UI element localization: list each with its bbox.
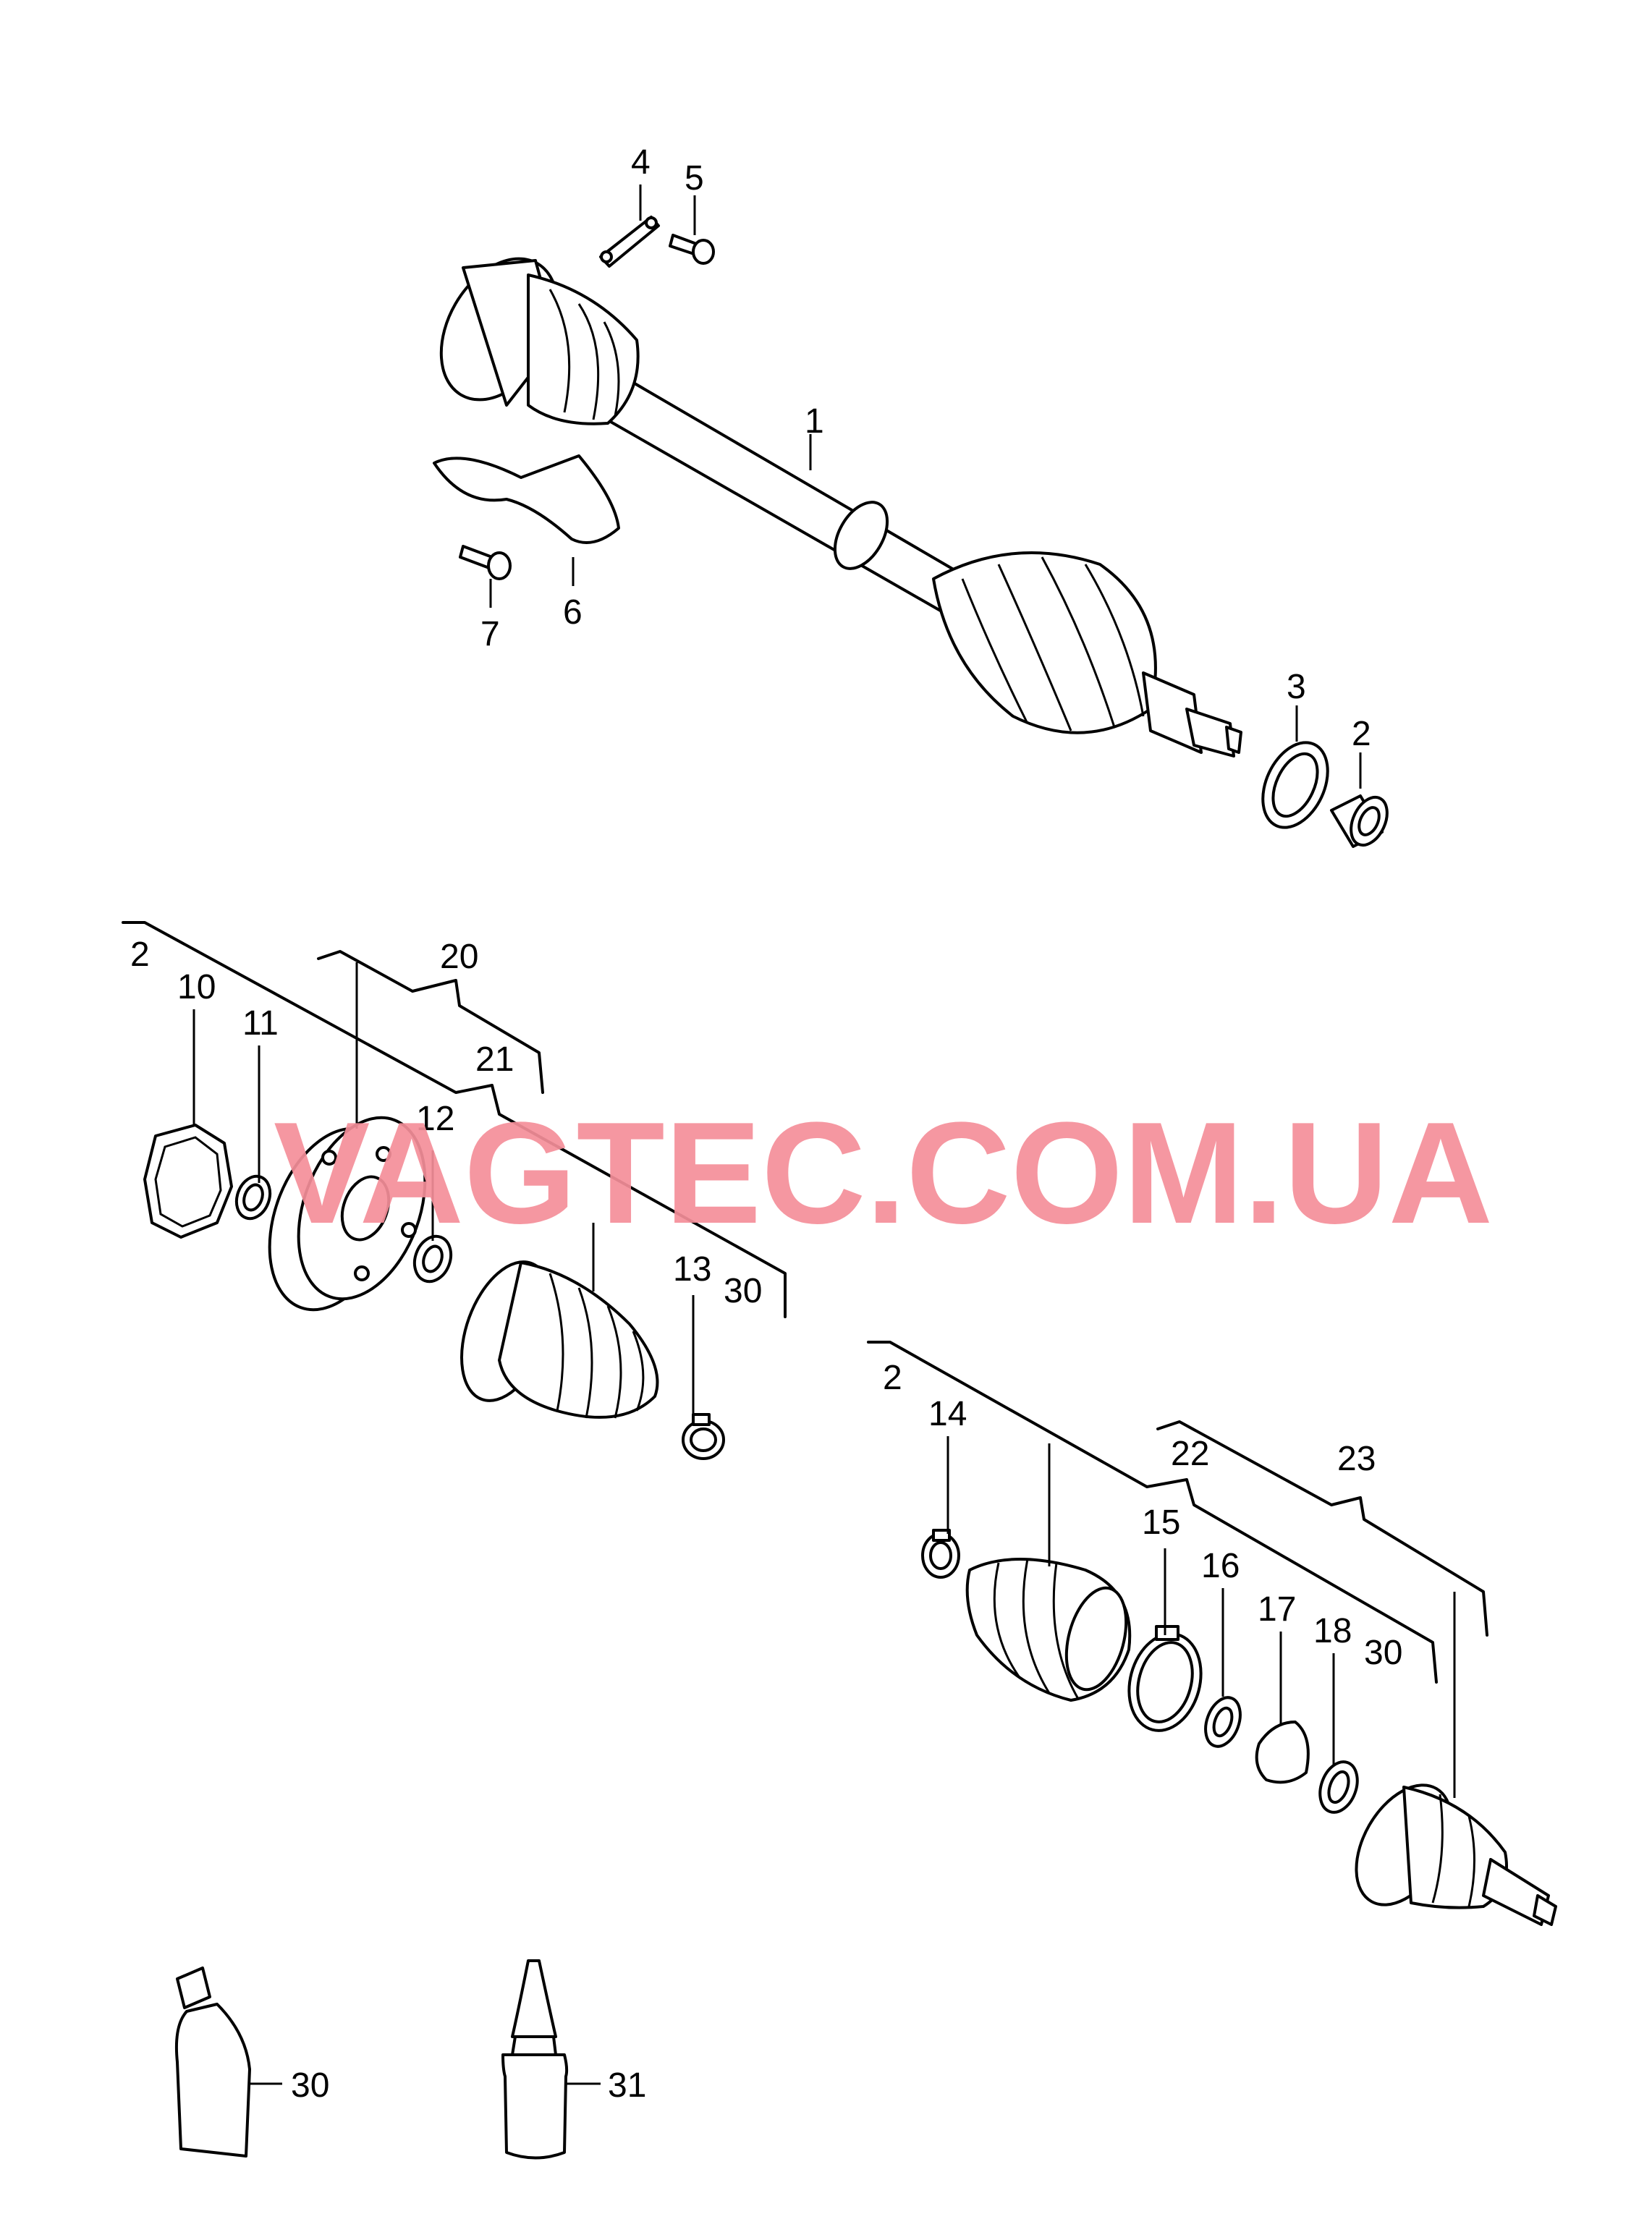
callout-6: 6 [563, 593, 583, 632]
callout-21: 21 [475, 1040, 514, 1079]
callout-2-inner-kit: 2 [130, 936, 150, 974]
callout-7: 7 [480, 615, 500, 653]
bracket-lines-outer-kit [867, 1341, 1488, 1684]
heat-shield-part [433, 454, 620, 544]
inner-boot [460, 1260, 659, 1419]
sealant-bottle-icon [501, 1959, 569, 2160]
hose-clamp-part-13 [682, 1413, 725, 1460]
callout-16: 16 [1201, 1547, 1240, 1585]
callout-10: 10 [177, 968, 216, 1006]
clamp-part-14 [921, 1529, 960, 1579]
watermark: VAGTEC.COM.UA [274, 1093, 1493, 1254]
callout-14: 14 [928, 1395, 967, 1433]
outer-boot [965, 1558, 1132, 1702]
callout-4: 4 [631, 143, 651, 182]
clamp-part-15 [1127, 1625, 1203, 1732]
callout-labels: 1 2 3 4 5 6 7 2 10 11 12 13 20 21 30 2 1… [130, 143, 1402, 2105]
washer-part-12 [412, 1234, 453, 1284]
callout-12: 12 [416, 1100, 454, 1138]
grease-tube-icon [174, 1967, 251, 2158]
inner-cv-joint [268, 1116, 427, 1312]
circlip-part-11 [234, 1174, 272, 1221]
callout-15: 15 [1142, 1503, 1180, 1542]
seal-ring-part [1261, 741, 1329, 829]
circlip-part-18 [1318, 1760, 1359, 1814]
callout-3: 3 [1287, 668, 1306, 706]
bolt-part-7 [459, 545, 512, 580]
drive-shaft-assembly [439, 257, 1242, 758]
callout-5: 5 [685, 159, 704, 198]
callout-17: 17 [1258, 1590, 1296, 1629]
callout-20: 20 [440, 938, 478, 976]
leader-lines [192, 184, 1456, 2085]
callout-23: 23 [1337, 1440, 1376, 1478]
gasket-part [143, 1124, 233, 1239]
washer-part-16 [1204, 1696, 1242, 1748]
callout-22: 22 [1171, 1435, 1209, 1473]
callout-30-inner-kit: 30 [724, 1272, 762, 1310]
callout-31-sealant: 31 [608, 2066, 646, 2105]
callout-18: 18 [1313, 1612, 1352, 1650]
callout-2-outer-kit: 2 [883, 1359, 902, 1397]
callout-11: 11 [242, 1004, 279, 1043]
callout-30-outer-kit: 30 [1364, 1634, 1402, 1672]
thrust-cone-part-17 [1255, 1721, 1310, 1784]
callout-2: 2 [1352, 715, 1371, 753]
nut-part [1330, 794, 1389, 848]
outer-cv-joint [1355, 1783, 1557, 1926]
bolt-part-5 [669, 234, 715, 265]
callout-30-grease: 30 [291, 2066, 329, 2105]
bracket-lines-inner-kit [122, 921, 787, 1318]
callout-1: 1 [805, 402, 824, 441]
callout-13: 13 [673, 1250, 711, 1289]
clip-part [599, 216, 660, 268]
